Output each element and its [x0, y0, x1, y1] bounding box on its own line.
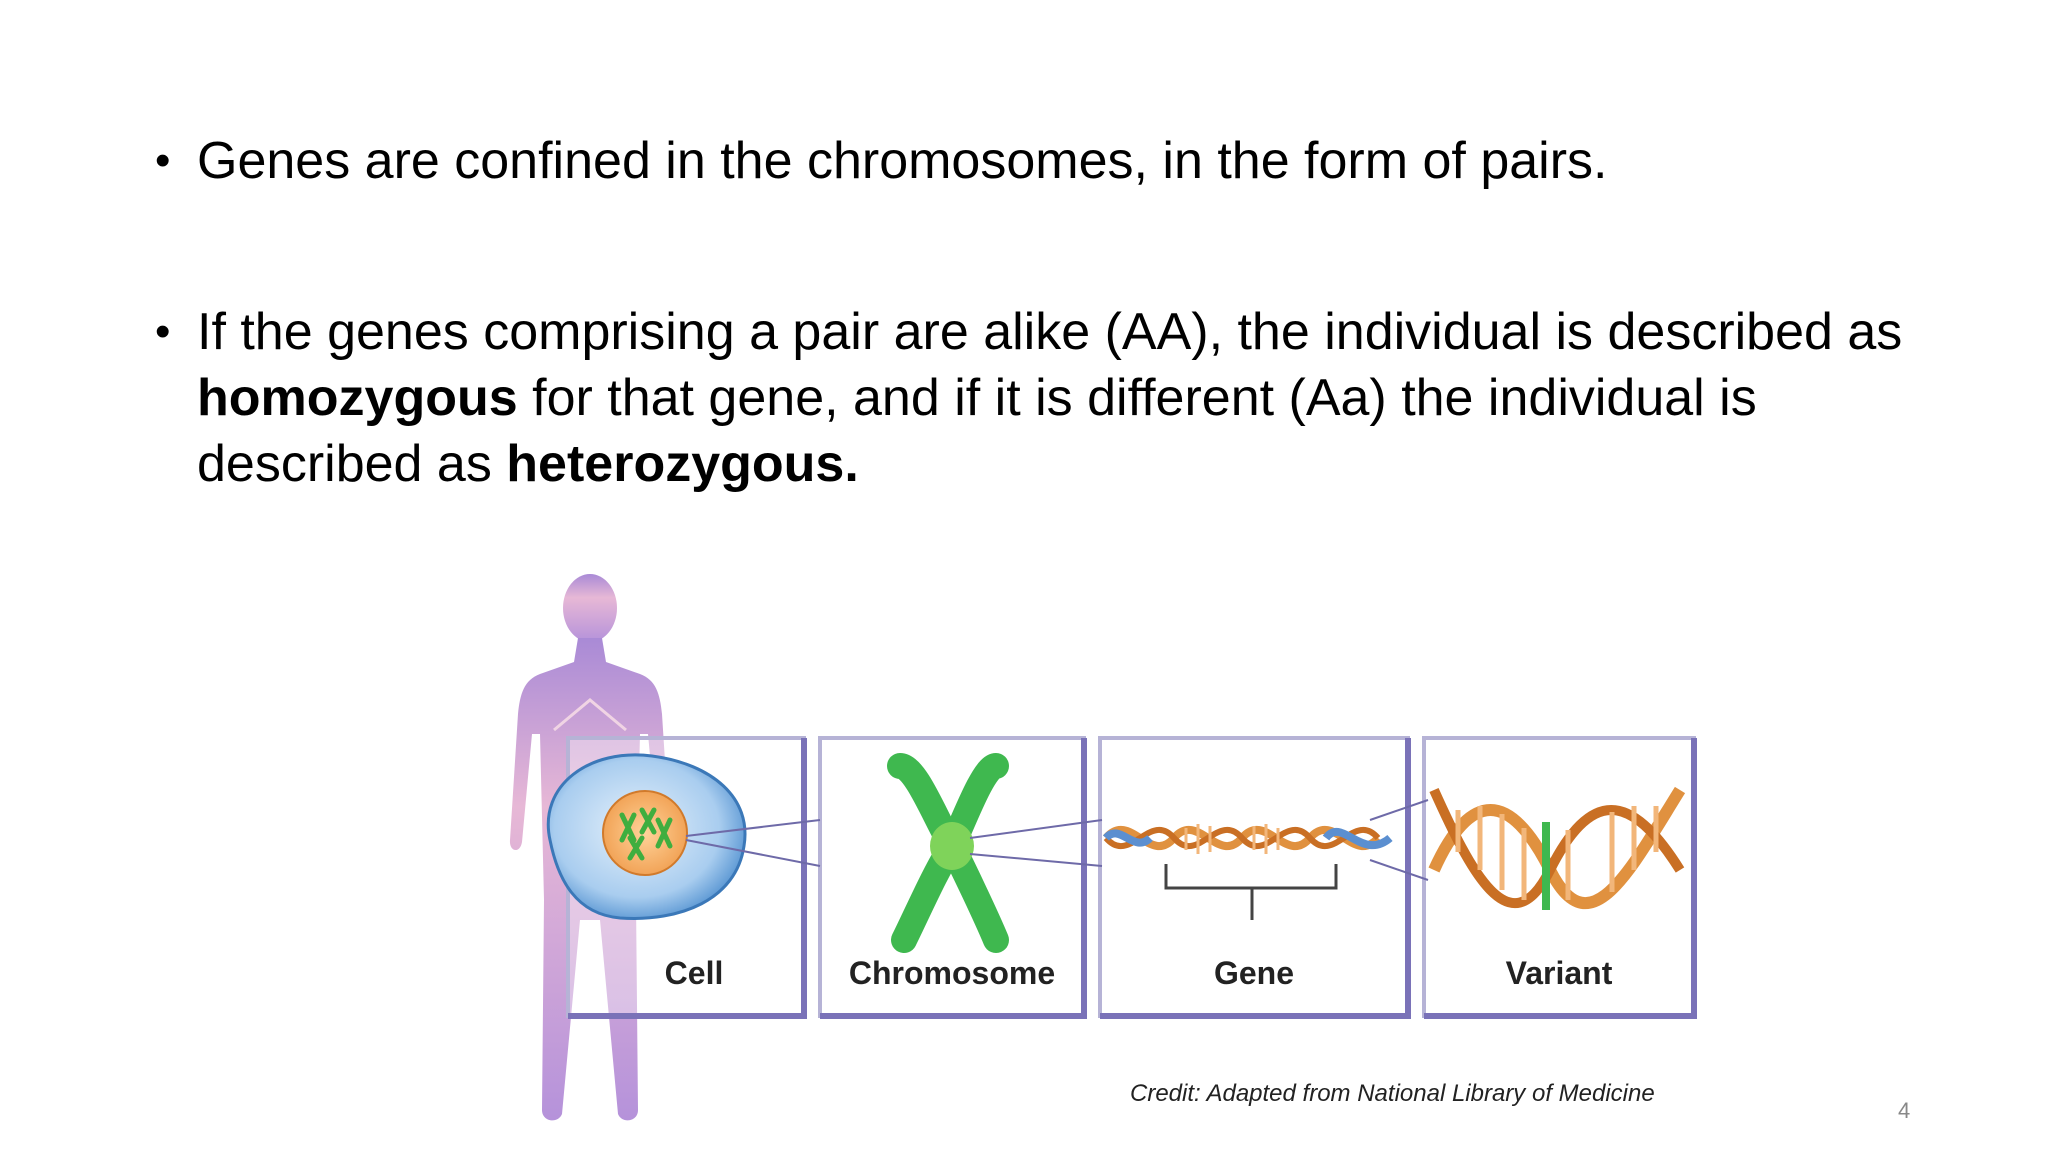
label-variant: Variant: [1506, 955, 1613, 991]
bullet-text: for that gene, and if it is different (A…: [197, 369, 1757, 493]
bullet-list: • Genes are confined in the chromosomes,…: [155, 128, 1915, 497]
gene-dna-graphic: [1102, 799, 1429, 920]
bullet-item-zygosity: • If the genes comprising a pair are ali…: [155, 299, 1915, 497]
cell-graphic: [546, 753, 821, 920]
chromosome-graphic: [887, 753, 1103, 953]
label-chromosome: Chromosome: [849, 955, 1055, 991]
bullet-text: Genes are confined in the chromosomes, i…: [197, 132, 1608, 190]
label-cell: Cell: [665, 955, 724, 991]
label-gene: Gene: [1214, 955, 1294, 991]
term-heterozygous: heterozygous.: [506, 435, 859, 493]
bullet-text: If the genes comprising a pair are alike…: [197, 303, 1903, 361]
variant-dna-graphic: [1428, 786, 1686, 910]
image-credit: Credit: Adapted from National Library of…: [1130, 1080, 1655, 1107]
bullet-item-genes-pairs: • Genes are confined in the chromosomes,…: [155, 128, 1915, 194]
genetics-illustration: Cell Chromosome Gene Variant: [490, 570, 1730, 1130]
page-number: 4: [1898, 1098, 1911, 1123]
bullet-dot: •: [155, 307, 171, 356]
bullet-dot: •: [155, 136, 171, 185]
term-homozygous: homozygous: [197, 369, 518, 427]
